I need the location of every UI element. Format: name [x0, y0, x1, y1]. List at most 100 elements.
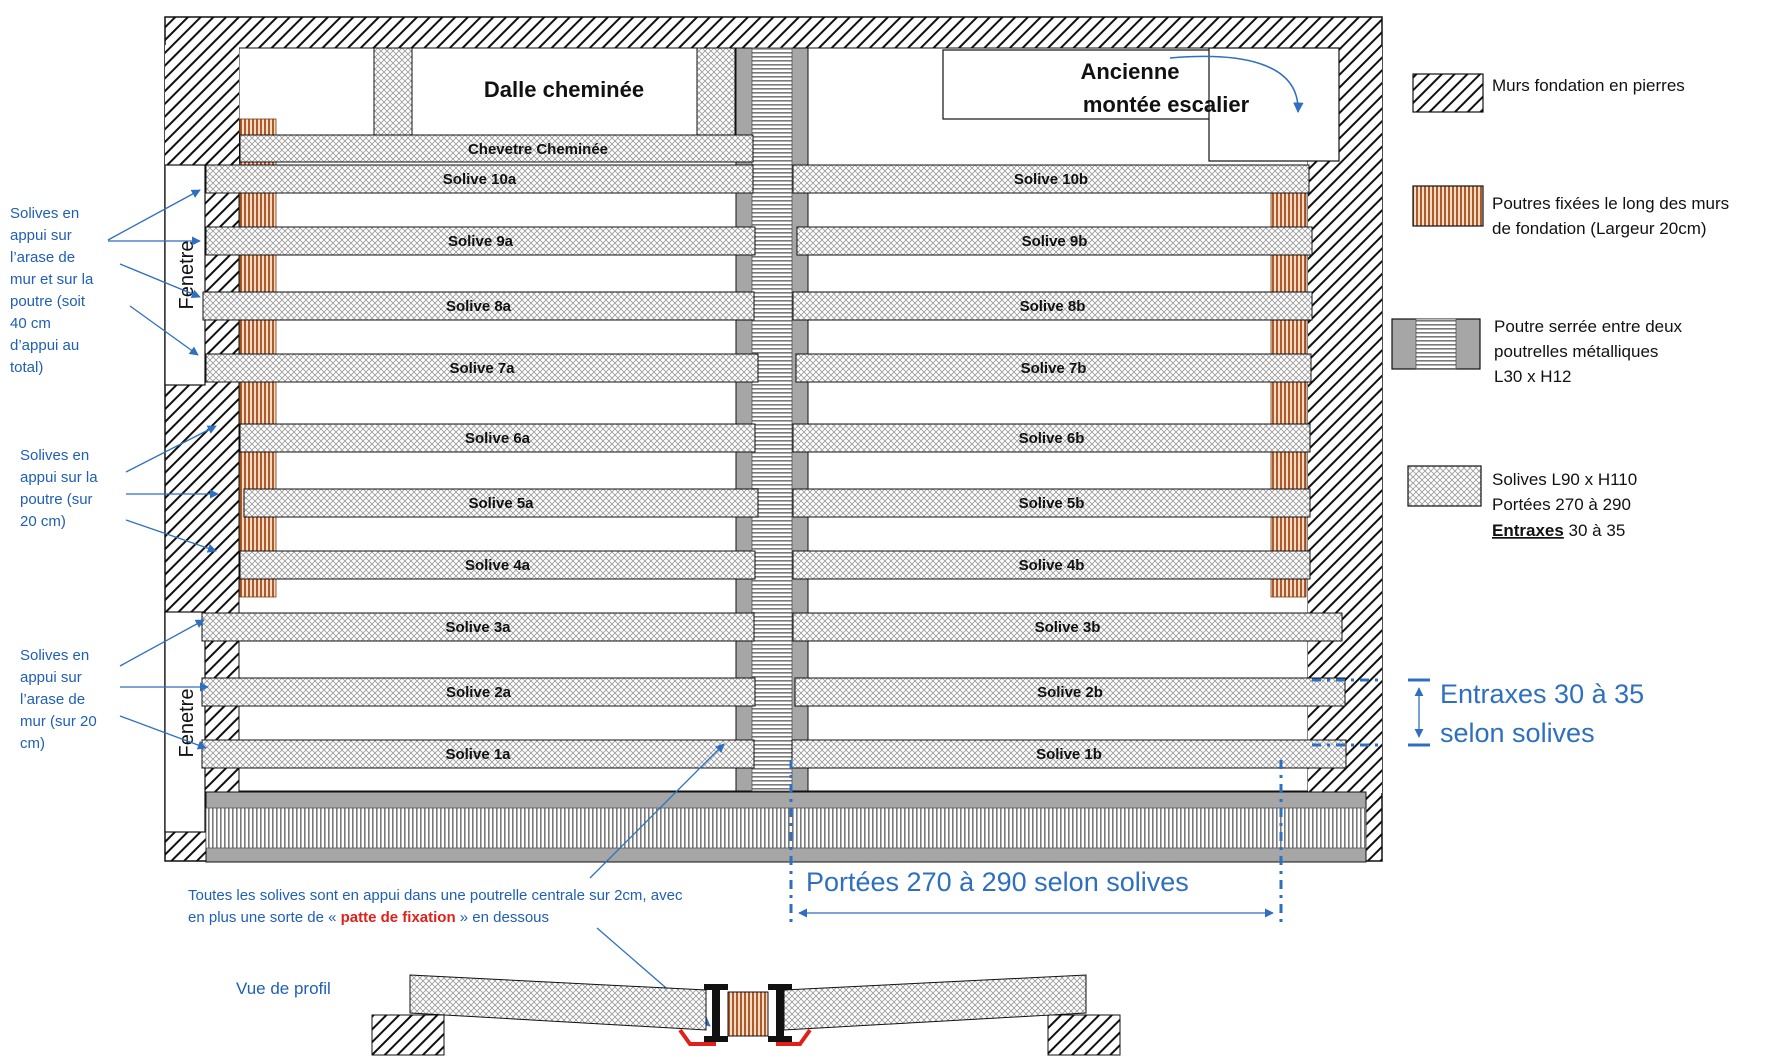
chimney-slab — [411, 47, 698, 136]
legend-swatch-joists — [1407, 465, 1482, 507]
joist-3b — [792, 612, 1343, 642]
svg-text:poutre (soit: poutre (soit — [10, 293, 86, 310]
annotation-1-line: d’appui au — [10, 337, 79, 354]
joist-label: Solive 9b — [1022, 233, 1088, 250]
joist-label: Solive 5b — [1019, 495, 1085, 512]
old-stair-label-1: Ancienne — [1080, 59, 1179, 84]
joist-label: Solive 6b — [1019, 430, 1085, 447]
joist-9b — [796, 226, 1313, 256]
annotation-3-line: l’arase de — [20, 691, 85, 708]
svg-text:Entraxes 30 à 35: Entraxes 30 à 35 — [1492, 521, 1625, 540]
joist-label: Solive 2a — [446, 684, 512, 701]
joist-6b — [792, 423, 1311, 453]
chimney-pillar-left — [373, 47, 413, 136]
annotation-1-line: mur et sur la — [10, 271, 94, 288]
profile-wall-left — [371, 1014, 445, 1056]
profile-wall-right — [1047, 1014, 1121, 1056]
svg-text:mur et sur la: mur et sur la — [10, 271, 94, 288]
joist-label: Solive 8a — [446, 298, 512, 315]
annotation-3-line: mur (sur 20 — [20, 713, 97, 730]
joist-3a — [201, 612, 755, 642]
joist-label: Solive 4b — [1019, 557, 1085, 574]
annotation-3-line: appui sur — [20, 669, 82, 686]
entraxes-label-1: Entraxes 30 à 35 — [1440, 679, 1644, 709]
legend-swatch-walls — [1412, 73, 1484, 113]
annotation-group-2: Solives en appui sur la poutre (sur 20 c… — [20, 425, 219, 553]
annotation-3-line: cm) — [20, 735, 45, 752]
annotation-1-line: poutre (soit — [10, 293, 86, 310]
note-line-2-red: patte de fixation — [341, 909, 456, 926]
svg-text:Solives en: Solives en — [10, 205, 79, 222]
joist-label: Solive 8b — [1020, 298, 1086, 315]
joist-5b — [792, 488, 1311, 518]
joist-10a — [205, 164, 754, 194]
joist-label: Solive 6a — [465, 430, 531, 447]
joist-label: Solive 1b — [1036, 746, 1102, 763]
legend-joists-entraxes: Entraxes — [1492, 521, 1564, 540]
joist-label: Solive 4a — [465, 557, 531, 574]
svg-text:total): total) — [10, 359, 43, 376]
window-bottom — [164, 611, 206, 833]
annotation-2-line: appui sur la — [20, 469, 98, 486]
joist-label: Solive 2b — [1037, 684, 1103, 701]
profile-girder-left — [704, 984, 728, 1042]
annotation-2-line: Solives en — [20, 447, 89, 464]
support-note: Toutes les solives sont en appui dans un… — [188, 743, 725, 1027]
legend-joists-label-1: Solives L90 x H110 — [1492, 470, 1637, 489]
annotation-1-line: total) — [10, 359, 43, 376]
svg-text:l’arase de: l’arase de — [10, 249, 75, 266]
joist-label: Solive 7b — [1021, 360, 1087, 377]
annotation-2-line: poutre (sur — [20, 491, 93, 508]
old-stair-landing — [1208, 47, 1340, 162]
profile-joist-right — [783, 974, 1087, 1031]
annotation-1-line: appui sur — [10, 227, 72, 244]
annotation-2-line: 20 cm) — [20, 513, 66, 530]
joist-10b — [792, 164, 1310, 194]
joist-5a — [243, 488, 759, 518]
svg-text:d’appui au: d’appui au — [10, 337, 79, 354]
profile-girder-right — [768, 984, 792, 1042]
joist-1b — [791, 739, 1347, 769]
annotation-group-3: Solives en appui sur l’arase de mur (sur… — [20, 619, 209, 752]
portees-label: Portées 270 à 290 selon solives — [806, 867, 1189, 897]
joist-6a — [239, 423, 756, 453]
annotation-1-line: 40 cm — [10, 315, 51, 332]
joist-2b — [794, 677, 1346, 707]
profile-joist-left — [409, 974, 707, 1031]
profile-view-label: Vue de profil — [236, 979, 331, 998]
window-bottom-label: Fenetre — [176, 689, 198, 758]
legend-swatch-wall-beams — [1412, 185, 1484, 227]
joist-label: Solive 3a — [445, 619, 511, 636]
joist-label: Solive 3b — [1035, 619, 1101, 636]
svg-text:appui sur: appui sur — [10, 227, 72, 244]
legend-central-label-3: L30 x H12 — [1494, 367, 1572, 386]
joist-1a — [201, 739, 755, 769]
annotation-1-line: Solives en — [10, 205, 79, 222]
bottom-steel-beam — [205, 791, 1367, 863]
profile-bracket-right — [776, 1028, 812, 1046]
note-line-1: Toutes les solives sont en appui dans un… — [188, 887, 683, 904]
legend-central-label-2: poutrelles métalliques — [1494, 342, 1658, 361]
old-stair-label-2: montée escalier — [1083, 92, 1250, 117]
legend-joists-entraxes-values: 30 à 35 — [1564, 521, 1625, 540]
joist-7b — [795, 353, 1312, 383]
legend-beams-label-2: de fondation (Largeur 20cm) — [1492, 219, 1707, 238]
portees-dimension: Portées 270 à 290 selon solives — [789, 760, 1283, 922]
joist-8b — [792, 291, 1313, 321]
profile-bracket-left — [678, 1028, 716, 1046]
legend-joists-label-2: Portées 270 à 290 — [1492, 495, 1631, 514]
chimney-pillar-right — [696, 47, 736, 136]
note-line-2-start: en plus une sorte de « — [188, 909, 341, 926]
joist-4b — [792, 550, 1311, 580]
svg-text:en plus une sorte de « patte d: en plus une sorte de « patte de fixation… — [188, 909, 549, 926]
stair-direction-arrow — [1169, 55, 1304, 114]
old-stair — [942, 49, 1220, 120]
annotation-3-line: Solives en — [20, 647, 89, 664]
profile-view: Vue de profil — [236, 974, 1121, 1056]
joist-label: Solive 5a — [468, 495, 534, 512]
profile-central-timber — [727, 991, 769, 1037]
joist-label: Solive 10b — [1014, 171, 1088, 188]
window-top-label: Fenetre — [176, 241, 198, 310]
